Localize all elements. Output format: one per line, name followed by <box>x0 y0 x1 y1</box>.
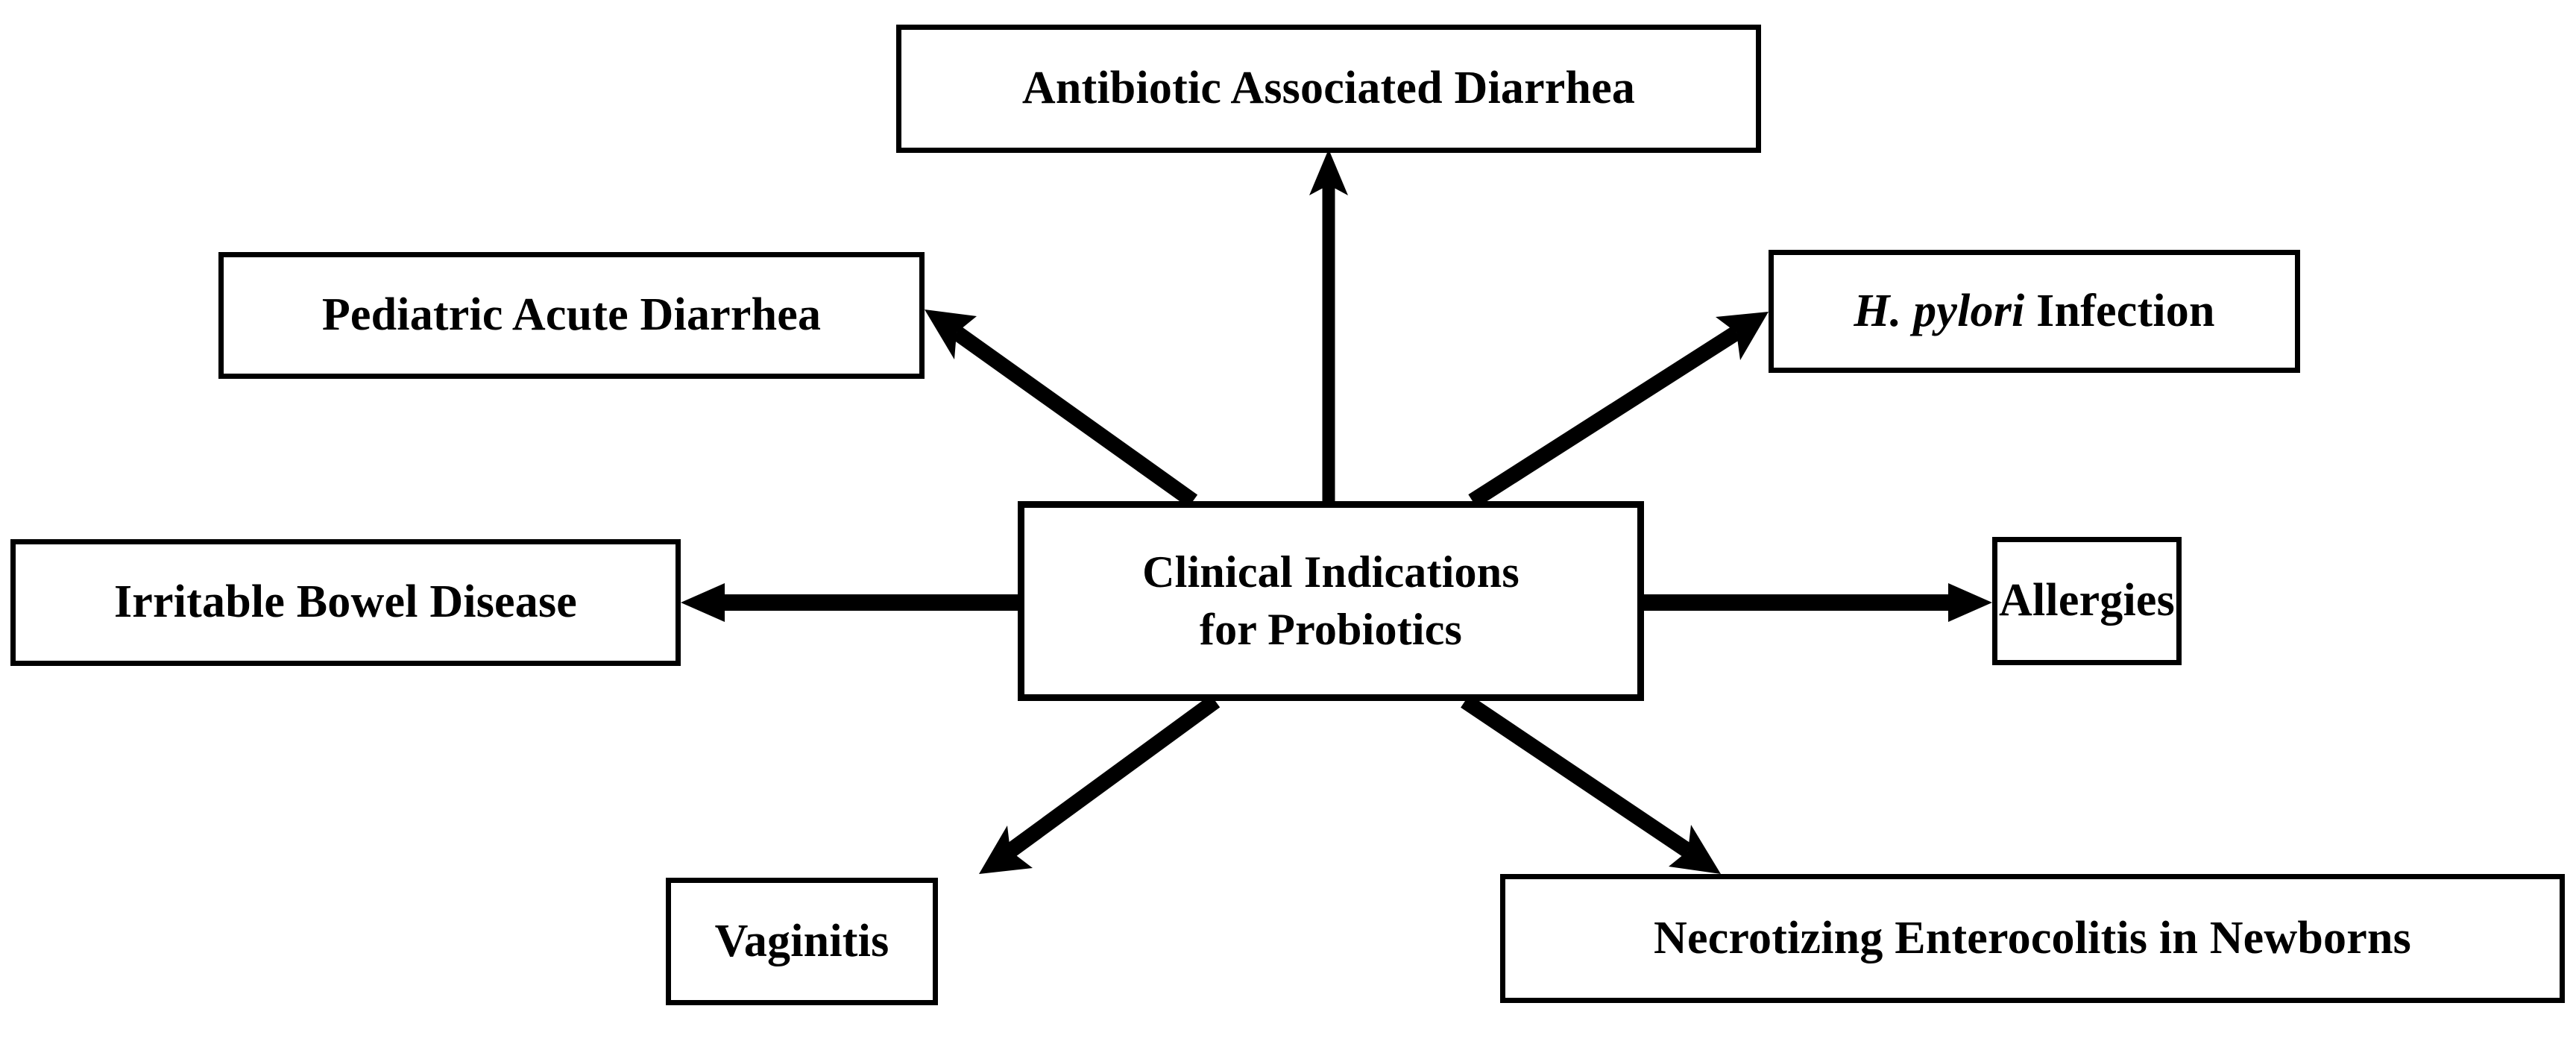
node-label-irritable-bowel-disease: Irritable Bowel Disease <box>113 576 578 628</box>
node-label-h-pylori-suffix: Infection <box>2024 285 2215 336</box>
node-vaginitis[interactable]: Vaginitis <box>666 878 938 1005</box>
node-label-clinical-indications-for-probiotics: Clinical Indications for Probiotics <box>1142 547 1520 654</box>
node-label-pediatric-acute-diarrhea: Pediatric Acute Diarrhea <box>321 289 822 341</box>
connector-to-necrotizing-enterocolitis <box>1461 694 1721 874</box>
node-pediatric-acute-diarrhea[interactable]: Pediatric Acute Diarrhea <box>218 252 925 379</box>
node-necrotizing-enterocolitis-in-newborns[interactable]: Necrotizing Enterocolitis in Newborns <box>1500 874 2565 1003</box>
connector-to-irritable-bowel-disease <box>681 583 1018 622</box>
node-label-necrotizing-enterocolitis-in-newborns: Necrotizing Enterocolitis in Newborns <box>1654 912 2411 963</box>
connector-to-vaginitis <box>979 694 1221 874</box>
node-clinical-indications-for-probiotics[interactable]: Clinical Indications for Probiotics <box>1018 501 1644 701</box>
connector-to-h-pylori-infection <box>1468 312 1769 508</box>
node-antibiotic-associated-diarrhea[interactable]: Antibiotic Associated Diarrhea <box>896 25 1761 153</box>
connector-to-allergies <box>1644 583 1992 622</box>
node-label-h-pylori-infection: H. pylori Infection <box>1843 286 2225 337</box>
node-label-allergies: Allergies <box>1999 575 2175 626</box>
connector-to-antibiotic-associated-diarrhea <box>1309 149 1348 501</box>
node-h-pylori-infection[interactable]: H. pylori Infection <box>1769 250 2300 373</box>
species-name-h-pylori: H. pylori <box>1854 285 2025 336</box>
connector-to-pediatric-acute-diarrhea <box>925 309 1198 508</box>
node-label-antibiotic-associated-diarrhea: Antibiotic Associated Diarrhea <box>1021 63 1636 114</box>
node-allergies[interactable]: Allergies <box>1992 537 2182 665</box>
node-label-vaginitis: Vaginitis <box>714 915 889 966</box>
node-irritable-bowel-disease[interactable]: Irritable Bowel Disease <box>10 539 681 666</box>
